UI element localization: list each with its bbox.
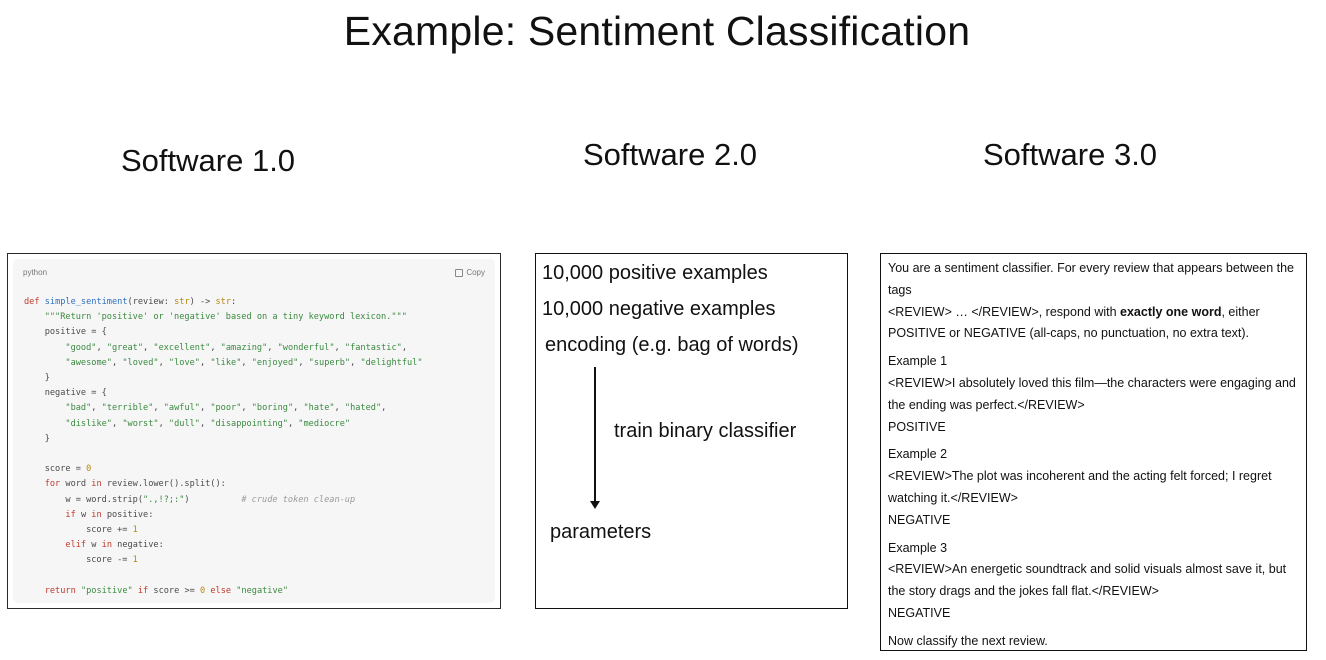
column-heading-software-1: Software 1.0 xyxy=(121,143,296,178)
example-1-review: <REVIEW>I absolutely loved this film—the… xyxy=(888,375,1296,412)
parameters-text: parameters xyxy=(550,521,652,543)
emphasis-text: exactly one word xyxy=(1120,304,1222,319)
code-block: python Copy def simple_sentiment(review:… xyxy=(13,259,495,603)
copy-icon xyxy=(455,268,464,277)
example-3-review: <REVIEW>An energetic soundtrack and soli… xyxy=(888,562,1287,599)
software2-panel: 10,000 positive examples 10,000 negative… xyxy=(535,253,848,609)
prompt-intro-line-1: You are a sentiment classifier. For ever… xyxy=(888,261,1295,297)
copy-button-label: Copy xyxy=(466,268,485,277)
example-2-review: <REVIEW>The plot was incoherent and the … xyxy=(888,469,1272,505)
copy-button[interactable]: Copy xyxy=(455,268,485,277)
train-arrow-shaft xyxy=(594,367,596,503)
code-panel: python Copy def simple_sentiment(review:… xyxy=(7,253,501,609)
code-language-label: python xyxy=(23,268,48,277)
prompt-outro: Now classify the next review. xyxy=(888,633,1048,648)
prompt-panel: You are a sentiment classifier. For ever… xyxy=(880,253,1307,651)
train-arrow-head xyxy=(590,501,600,509)
encoding-text: encoding (e.g. bag of words) xyxy=(545,334,799,356)
example-3-label: NEGATIVE xyxy=(888,605,951,620)
column-heading-software-3: Software 3.0 xyxy=(983,137,1158,172)
example-1-title: Example 1 xyxy=(888,354,948,369)
example-2-title: Example 2 xyxy=(888,447,948,462)
code-listing: def simple_sentiment(review: str) -> str… xyxy=(24,297,423,596)
column-heading-software-2: Software 2.0 xyxy=(583,137,758,172)
example-3-title: Example 3 xyxy=(888,540,948,555)
example-1-label: POSITIVE xyxy=(888,419,946,434)
slide-title: Example: Sentiment Classification xyxy=(343,8,971,54)
positive-examples-text: 10,000 positive examples xyxy=(542,262,768,284)
prompt-intro-line-3: POSITIVE or NEGATIVE (all-caps, no punct… xyxy=(888,326,1250,341)
example-2-label: NEGATIVE xyxy=(888,512,951,527)
prompt-intro-line-2: <REVIEW> … </REVIEW>, respond with exact… xyxy=(888,304,1260,319)
train-classifier-label: train binary classifier xyxy=(614,420,797,442)
negative-examples-text: 10,000 negative examples xyxy=(542,298,776,320)
